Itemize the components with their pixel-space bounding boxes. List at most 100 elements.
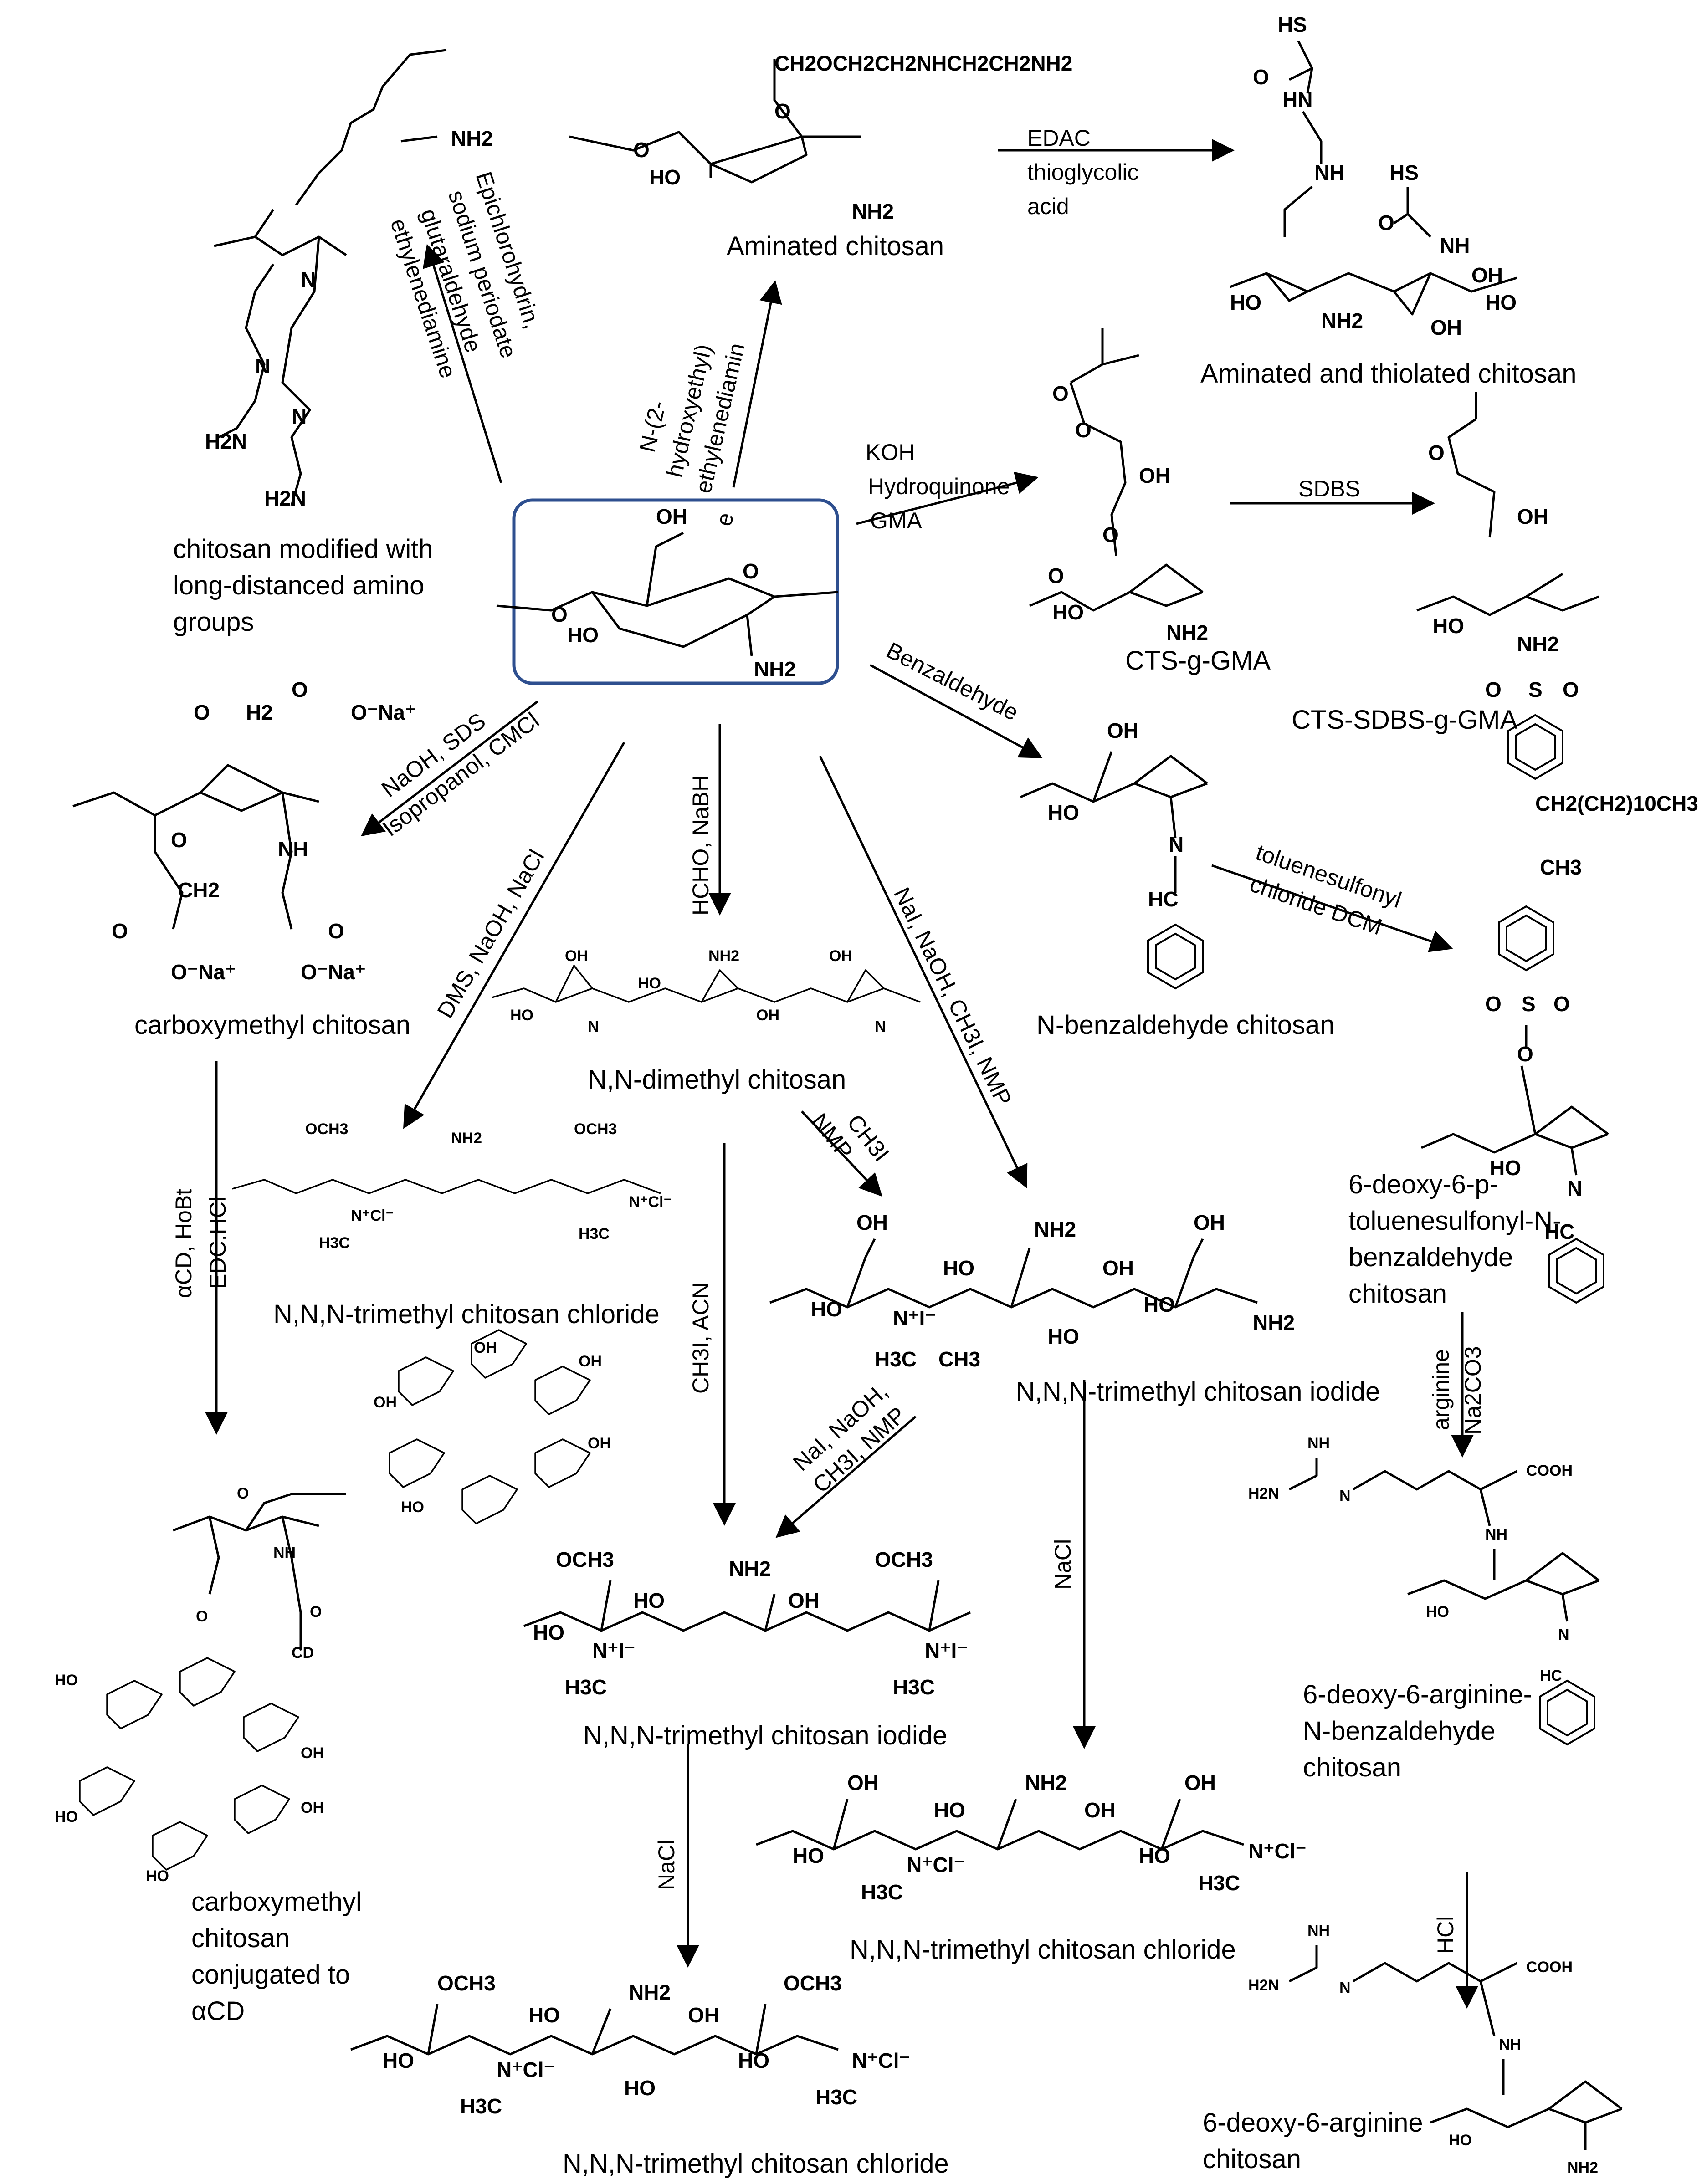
- label-arg-1: 6-deoxy-6-arginine: [1203, 2108, 1423, 2138]
- reagent-thioglycolic: thioglycolic: [1027, 159, 1139, 185]
- atom-oh-19: OH: [847, 1771, 879, 1795]
- atom-nme3cl-5: N⁺Cl⁻: [497, 2058, 555, 2082]
- atom-nh2-12: NH2: [629, 1980, 671, 2004]
- atom-nh-6: NH: [1485, 1526, 1507, 1543]
- atom-nh2-7: NH2: [451, 1130, 482, 1147]
- arrow-aminated: [732, 280, 782, 488]
- center-ho: HO: [567, 623, 599, 647]
- label-tosyl-4: chitosan: [1348, 1279, 1447, 1309]
- atom-oh-10: OH: [1194, 1211, 1225, 1234]
- atom-ona-2: O⁻Na⁺: [171, 960, 236, 984]
- atom-h2n: H2N: [205, 430, 247, 453]
- atom-ho-6: HO: [510, 1007, 533, 1024]
- label-long-amino-3: groups: [173, 607, 254, 637]
- atom-ho-15: HO: [55, 1672, 78, 1689]
- reagent-nmp: NMP: [807, 1109, 858, 1164]
- atom-och3-2: OCH3: [574, 1120, 617, 1138]
- reagent-hydroxy-1: N-(2-: [634, 399, 671, 455]
- atom-oh-22: OH: [688, 2003, 719, 2027]
- label-tosyl-1: 6-deoxy-6-p-: [1348, 1170, 1498, 1199]
- atom-nh-3: NH: [278, 837, 308, 861]
- label-tmc-chloride-right: N,N,N-trimethyl chitosan chloride: [850, 1935, 1236, 1964]
- atom-nh2-3: NH2: [451, 127, 493, 150]
- atom-nme3cl: N⁺Cl⁻: [351, 1207, 394, 1224]
- atom-ho-22: HO: [934, 1798, 965, 1822]
- label-tmc-iodide-right: N,N,N-trimethyl chitosan iodide: [1016, 1377, 1380, 1407]
- atom-h3c-5: H3C: [893, 1675, 935, 1699]
- atom-n-6: N: [1169, 833, 1184, 856]
- atom-ho-10: HO: [943, 1256, 974, 1280]
- atom-n-4: N: [588, 1018, 599, 1035]
- label-cmcd-1: carboxymethyl: [191, 1887, 362, 1917]
- atom-h3c-4: H3C: [565, 1675, 607, 1699]
- atom-ona-3: O⁻Na⁺: [301, 960, 366, 984]
- atom-o-5: O: [1102, 523, 1119, 547]
- benzaldehyde-chitosan-structure: OH HO N HC N-benzaldehyde chitosan: [1020, 719, 1335, 1040]
- atom-h2n-2: H2N: [264, 486, 306, 510]
- atom-och3-5: OCH3: [437, 1971, 496, 1995]
- atom-h3c-9: H3C: [815, 2085, 857, 2109]
- atom-n-8: N: [1339, 1487, 1351, 1504]
- atom-nme3cl-4: N⁺Cl⁻: [1248, 1839, 1307, 1863]
- atom-ho-3: HO: [1485, 291, 1517, 314]
- atom-ho-20: HO: [1426, 1603, 1449, 1621]
- atom-oh-6: OH: [829, 947, 852, 965]
- atom-h3c-2: H3C: [579, 1225, 610, 1243]
- atom-h3c-3: H3C: [875, 1347, 917, 1371]
- atom-o-12: O: [171, 828, 187, 852]
- atom-oh-9: OH: [856, 1211, 888, 1234]
- tmc-chloride-bottom-structure: OCH3 NH2 OCH3 HO HO OH HO HO N⁺Cl⁻ N⁺Cl⁻…: [350, 1971, 949, 2179]
- label-tmc-chloride-left: N,N,N-trimethyl chitosan chloride: [273, 1299, 660, 1329]
- atom-nme3cl-6: N⁺Cl⁻: [852, 2049, 910, 2072]
- aminated-formula: CH2OCH2CH2NHCH2CH2NH2: [774, 51, 1072, 75]
- atom-h3c-7: H3C: [1198, 1871, 1240, 1895]
- atom-hc: HC: [1148, 887, 1178, 911]
- label-arg-benz-2: N-benzaldehyde: [1303, 1716, 1495, 1746]
- reagent-sdbs: SDBS: [1298, 476, 1360, 501]
- atom-och3-4: OCH3: [875, 1548, 933, 1571]
- atom-n-2: N: [255, 354, 270, 378]
- atom-nh: NH: [1314, 161, 1344, 184]
- atom-oh-13: OH: [579, 1353, 602, 1370]
- atom-nh2-13: NH2: [1567, 2159, 1598, 2176]
- atom-oh-18: OH: [788, 1589, 820, 1612]
- atom-nme3cl-2: N⁺Cl⁻: [629, 1193, 672, 1211]
- atom-o-13: O: [112, 919, 128, 943]
- atom-och3: OCH3: [305, 1120, 348, 1138]
- reagent-arginine: arginine: [1428, 1349, 1454, 1430]
- reagent-edc: EDC.HCl: [205, 1197, 231, 1289]
- atom-ho-7: HO: [638, 975, 661, 992]
- atom-n-5: N: [875, 1018, 886, 1035]
- atom-o-20: O: [310, 1603, 322, 1621]
- label-carboxymethyl: carboxymethyl chitosan: [134, 1010, 410, 1040]
- atom-ho-4: HO: [1052, 600, 1084, 624]
- atom-o-19: O: [196, 1608, 208, 1625]
- atom-nh2-2: NH2: [1321, 309, 1363, 332]
- atom-nh2: NH2: [852, 199, 894, 223]
- atom-h2: H2: [246, 701, 273, 724]
- atom-nme3i-2: N⁺I⁻: [592, 1639, 636, 1662]
- reagent-hcho: HCHO, NaBH: [688, 775, 713, 916]
- reagent-ch3i-acn: CH3I, ACN: [688, 1282, 713, 1394]
- cts-g-gma-structure: O O OH O O HO NH2 CTS-g-GMA: [1029, 328, 1271, 675]
- aminated-chitosan-structure: O O CH2OCH2CH2NHCH2CH2NH2 HO NH2 Aminate…: [569, 51, 1072, 261]
- tmc-chloride-left-structure: OCH3 NH2 OCH3 N⁺Cl⁻ N⁺Cl⁻ H3C H3C N,N,N-…: [232, 1120, 672, 1329]
- atom-n: N: [301, 268, 316, 292]
- atom-ona: O⁻Na⁺: [351, 701, 416, 724]
- atom-h2n-4: H2N: [1248, 1977, 1279, 1994]
- tmc-chloride-right-structure: OH NH2 OH HO HO OH HO N⁺Cl⁻ N⁺Cl⁻ H3C H3…: [756, 1771, 1307, 1964]
- atom-cooh-2: COOH: [1526, 1959, 1573, 1976]
- atom-nh2-8: NH2: [1034, 1217, 1076, 1241]
- atom-oh-5: OH: [565, 947, 588, 965]
- atom-nh2-4: NH2: [1166, 621, 1208, 644]
- center-chitosan: O O OH HO NH2: [496, 498, 839, 685]
- atom-cooh: COOH: [1526, 1462, 1573, 1479]
- atom-o-2: O: [1378, 211, 1394, 235]
- label-cts-sdbs: CTS-SDBS-g-GMA: [1292, 705, 1518, 735]
- long-amino-structure: NH2 N N N H2N H2N chitosan modified with…: [173, 49, 493, 637]
- atom-o: O: [1253, 65, 1269, 89]
- reaction-arrows: [205, 139, 1478, 2009]
- tosyl-benzaldehyde-structure: CH3 O S O O HO N HC 6-deoxy-6-p- toluene…: [1348, 855, 1609, 1309]
- atom-oh-15: OH: [374, 1394, 397, 1411]
- atom-n-10: N: [1339, 1979, 1351, 1996]
